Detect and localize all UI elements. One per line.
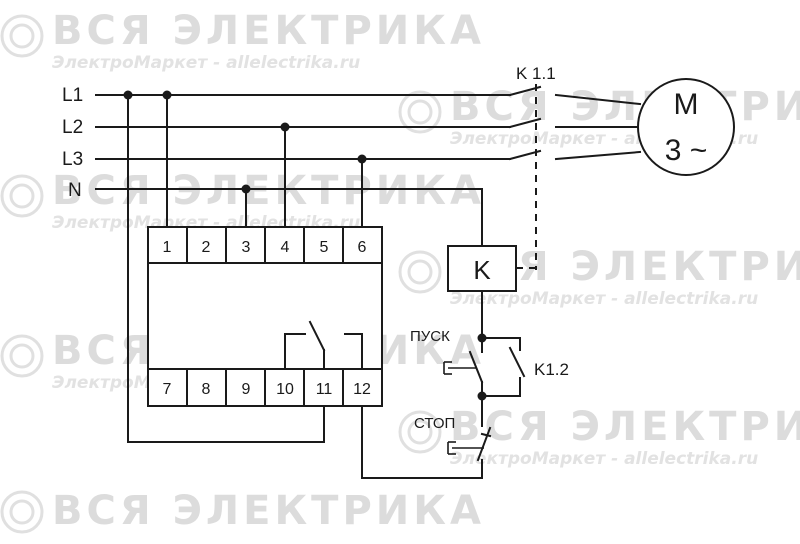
bottom-terminal-dividers — [186, 368, 344, 407]
aux-contact-k12 — [481, 337, 526, 397]
watermark-brand: ВСЯ ЭЛЕКТРИКА — [52, 8, 485, 54]
coil-k — [447, 245, 517, 292]
motor-phase-label: 3 ~ — [665, 134, 708, 167]
terminal-12: 12 — [353, 381, 371, 398]
terminal-3: 3 — [242, 239, 251, 256]
line-label-n: N — [68, 180, 82, 201]
wire-12-to-stop — [361, 405, 483, 479]
motor-symbol — [637, 78, 735, 176]
motor-feed-l1 — [554, 93, 642, 106]
line-label-l1: L1 — [62, 85, 83, 106]
line-label-l2: L2 — [62, 117, 83, 138]
aux-contact-label: K1.2 — [534, 360, 569, 379]
terminal-10: 10 — [276, 381, 294, 398]
watermark-site: ЭлектроМаркет - allelectrika.ru — [450, 449, 758, 469]
junction-node — [123, 90, 133, 100]
line-label-l3: L3 — [62, 149, 83, 170]
internal-changeover-contact — [284, 320, 363, 370]
main-contacts-label: K 1.1 — [516, 64, 556, 83]
terminal-9: 9 — [242, 381, 251, 398]
junction-node — [357, 154, 367, 164]
watermark-brand: ВСЯ ЭЛЕКТРИКА — [52, 488, 485, 534]
watermark-brand: ВСЯ ЭЛЕКТРИКА — [52, 168, 485, 214]
watermark-logo — [0, 14, 442, 534]
watermark-brand: ВСЯ ЭЛЕКТРИКА — [450, 84, 800, 130]
bus-n — [95, 188, 483, 247]
watermark-brand: ВСЯ ЭЛЕКТРИКА — [450, 404, 800, 450]
coil-label: K — [473, 255, 491, 285]
watermark-site: ЭлектроМаркет - allelectrika.ru — [52, 53, 360, 73]
terminal-6: 6 — [358, 239, 367, 256]
stop-label: СТОП — [414, 415, 455, 432]
terminal-1: 1 — [163, 239, 172, 256]
motor-label: M — [674, 88, 699, 121]
main-contacts-k11 — [508, 84, 542, 270]
terminal-2: 2 — [202, 239, 211, 256]
terminal-11: 11 — [316, 381, 333, 398]
junction-node — [280, 122, 290, 132]
start-label: ПУСК — [410, 328, 450, 345]
motor-feed-l3 — [554, 150, 642, 161]
terminal-8: 8 — [202, 381, 211, 398]
terminal-7: 7 — [163, 381, 172, 398]
junction-node — [241, 184, 251, 194]
top-terminal-dividers — [186, 226, 344, 264]
watermark-site: ЭлектроМаркет - allelectrika.ru — [450, 289, 758, 309]
terminal-5: 5 — [320, 239, 329, 256]
terminal-4: 4 — [281, 239, 290, 256]
stop-button — [447, 395, 492, 463]
wire-return-11 — [127, 404, 325, 443]
junction-node — [162, 90, 172, 100]
